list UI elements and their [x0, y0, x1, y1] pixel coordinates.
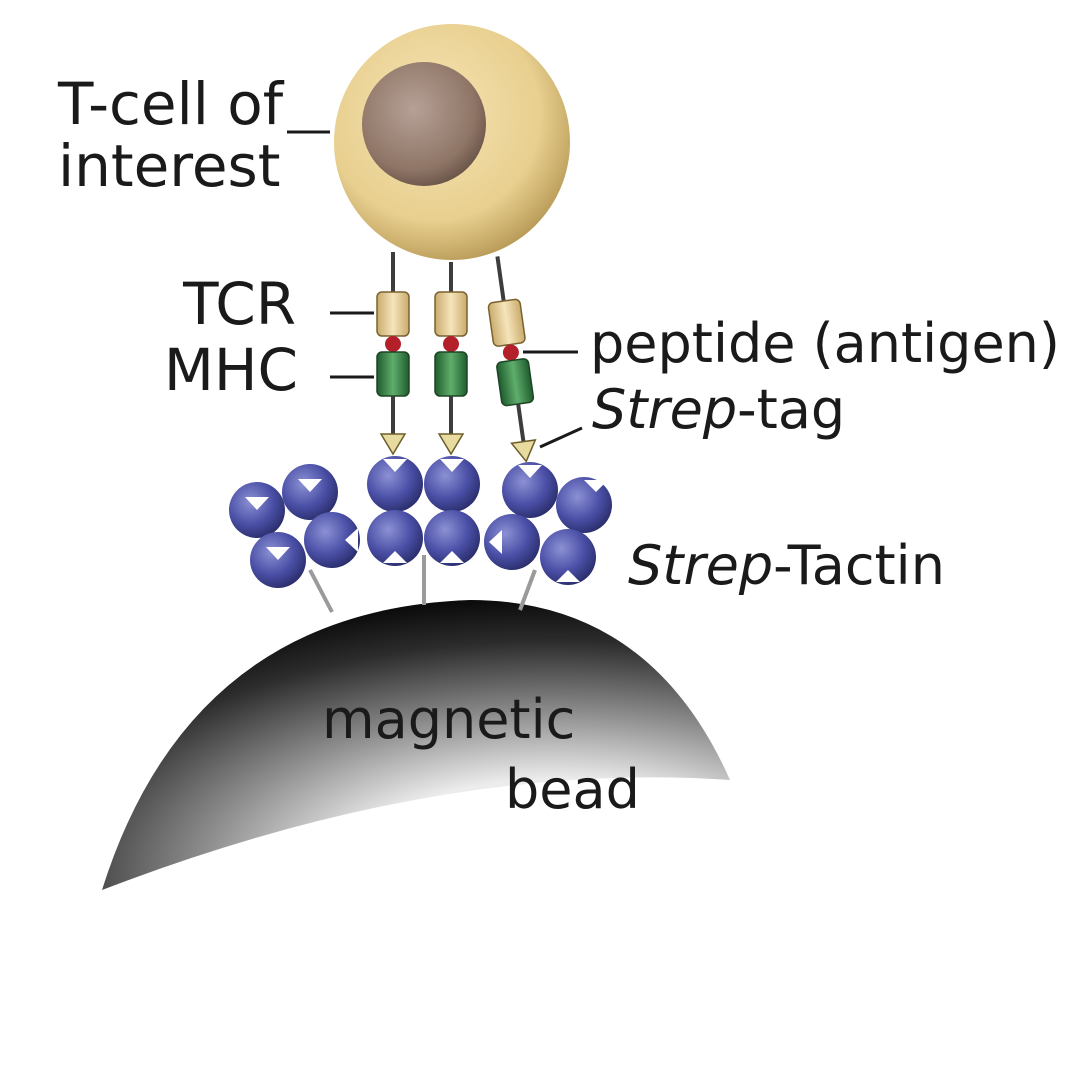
strep-tag-arrow [379, 433, 407, 456]
tether-lines [308, 555, 537, 613]
strep-tactin-cluster-middle [367, 456, 480, 566]
t-cell-nucleus [362, 62, 486, 186]
magnetic-bead [102, 600, 730, 890]
leader-lines [287, 130, 583, 449]
tcr-mhc-complexes [376, 252, 537, 463]
bead-label-line1: magnetic [322, 688, 575, 751]
mhc-label: MHC [164, 336, 298, 404]
strep-tag-arrow [437, 433, 465, 456]
strep-tag-label-italic: Strep [592, 378, 737, 441]
tcr-segment [434, 291, 468, 337]
labels: T-cell of interest TCR MHC peptide (anti… [57, 70, 1060, 821]
strep-tag-arrow [510, 439, 537, 463]
tcell-label-line2: interest [58, 132, 281, 200]
peptide-label: peptide (antigen) [590, 312, 1060, 375]
tcr-segment [487, 298, 526, 347]
complex-3 [487, 256, 537, 463]
complex-2 [434, 262, 468, 456]
strep-tactin-label-italic: Strep [628, 534, 773, 597]
complex-1 [376, 252, 410, 456]
leader-strep-tag [539, 426, 583, 449]
mhc-segment [496, 358, 535, 407]
tcell-label-line1: T-cell of [57, 70, 285, 138]
strep-tactin-label-rest: -Tactin [773, 534, 945, 597]
strep-tactin-label: Strep-Tactin [628, 534, 945, 597]
strep-tag-label-rest: -tag [737, 378, 845, 441]
bead-label-line2: bead [505, 758, 640, 821]
mhc-segment [376, 351, 410, 397]
t-cell [334, 24, 570, 260]
peptide-dot [443, 336, 459, 352]
peptide-dot [385, 336, 401, 352]
peptide-dot [502, 344, 519, 361]
strep-tactin-clusters [229, 456, 612, 588]
mhc-segment [434, 351, 468, 397]
strep-tag-label: Strep-tag [592, 378, 845, 441]
tcr-segment [376, 291, 410, 337]
strep-tactin-cluster-left [229, 464, 360, 588]
strep-tactin-cluster-right [484, 462, 612, 585]
tcr-label: TCR [182, 270, 296, 338]
